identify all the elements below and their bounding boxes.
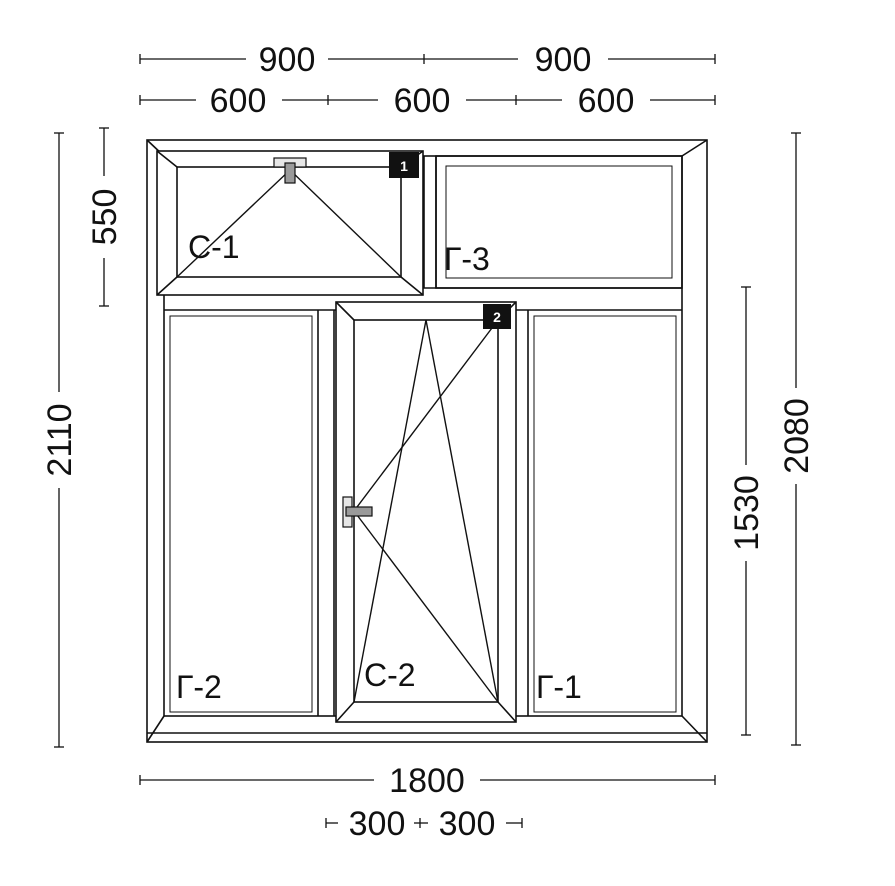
sash-c1-miter-br [400, 276, 424, 296]
label-g3: Г-3 [444, 241, 490, 277]
dim-right-1530: 1530 [728, 475, 766, 551]
dim-left-550: 550 [86, 189, 124, 246]
dim-top-600-2: 600 [394, 82, 451, 120]
handle-icon [342, 496, 373, 528]
sash-c2-turn-top [353, 319, 499, 512]
dim-bottom-parts: 300 300 [325, 805, 523, 843]
dim-top-row1: 900 900 [139, 41, 716, 79]
fixed-pane-g3 [435, 155, 683, 289]
dim-bottom-300-left: 300 [349, 805, 406, 843]
sash-c1-opening-right [289, 169, 402, 278]
badge-2: 2 [483, 304, 511, 329]
pane-g2-bead [169, 315, 313, 713]
sash-c1-miter-bl [156, 276, 178, 296]
frame-miter-tr [681, 139, 708, 157]
sash-c2-tilt-right [425, 319, 499, 703]
dim-bottom-300-right: 300 [439, 805, 496, 843]
pane-g3-glass [435, 155, 683, 289]
sash-c1-opening-left [176, 169, 291, 278]
label-g2: Г-2 [176, 669, 222, 705]
sash-c2-turn-bottom [353, 510, 499, 703]
handle-icon [273, 157, 307, 184]
pane-g1-bead [533, 315, 677, 713]
badge-2-text: 2 [493, 309, 501, 325]
dim-top-600-1: 600 [210, 82, 267, 120]
label-g1: Г-1 [536, 669, 582, 705]
label-c2: С-2 [364, 657, 416, 693]
dim-top-row2: 600 600 600 [139, 82, 716, 120]
dim-top-900-left: 900 [259, 41, 316, 79]
dim-bottom-total: 1800 [139, 762, 716, 800]
fixed-pane-g1 [533, 315, 677, 713]
sash-c2-tilt-left [353, 319, 427, 703]
dim-left-2110: 2110 [41, 403, 79, 476]
dim-right-total: 2080 [778, 132, 816, 746]
sash-c1-miter-tl [156, 150, 178, 168]
sash-c2-miter-br [497, 701, 517, 723]
dim-top-600-3: 600 [578, 82, 635, 120]
frame-miter-bl [146, 715, 165, 743]
sash-c2 [335, 301, 517, 723]
label-c1: С-1 [188, 229, 240, 265]
dim-top-900-right: 900 [535, 41, 592, 79]
frame-outer-edge [146, 139, 708, 743]
sash-c2-miter-bl [335, 701, 355, 723]
dim-left-total: 2110 [41, 132, 79, 748]
fixed-pane-g2 [169, 315, 313, 713]
badge-1: 1 [389, 152, 419, 178]
frame-miter-br [681, 715, 708, 743]
dim-left-top: 550 [86, 127, 124, 307]
badge-1-text: 1 [400, 158, 408, 174]
dim-bottom-1800: 1800 [389, 762, 465, 800]
sash-c2-miter-tl [335, 301, 355, 321]
sash-c1 [156, 150, 424, 296]
dim-right-lower: 1530 [728, 286, 766, 736]
dim-right-2080: 2080 [778, 398, 816, 474]
pane-g3-bead [445, 165, 673, 279]
